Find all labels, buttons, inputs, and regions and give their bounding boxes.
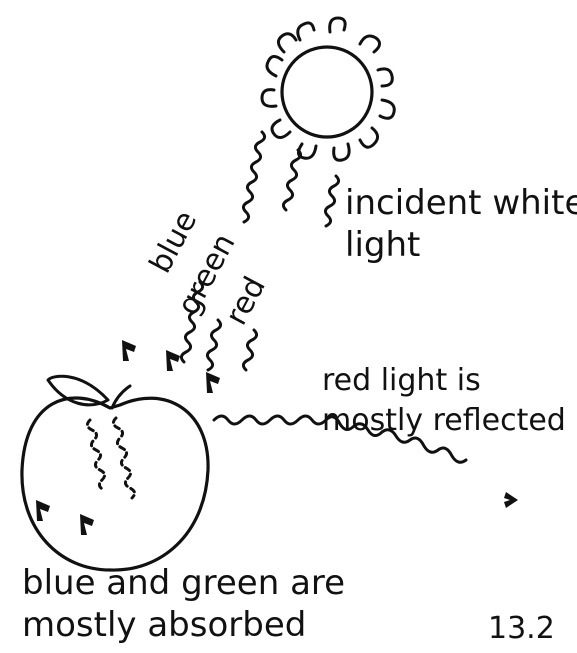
incident-label-line1: incident white [345,186,577,220]
absorbed-green-squiggle [113,418,134,498]
arrowhead-icon [206,372,220,393]
arrowhead-icon [80,514,94,535]
figure-number: 13.2 [488,614,555,644]
apple-icon [22,376,208,570]
absorbed-blue-squiggle [87,420,104,490]
arrowhead-icon [36,500,50,521]
incident-label-line2: light [345,228,420,262]
reflected-label-line1: red light is [322,366,481,396]
arrowhead-icon [504,492,518,508]
arrowhead-icon [166,350,180,371]
arrowhead-icon [122,340,136,361]
absorbed-label-line2: mostly absorbed [22,608,306,642]
absorbed-label-line1: blue and green are [22,566,345,600]
reflected-label-line2: mostly reflected [322,406,566,436]
sun-icon [262,18,394,160]
red-ray [243,176,338,370]
